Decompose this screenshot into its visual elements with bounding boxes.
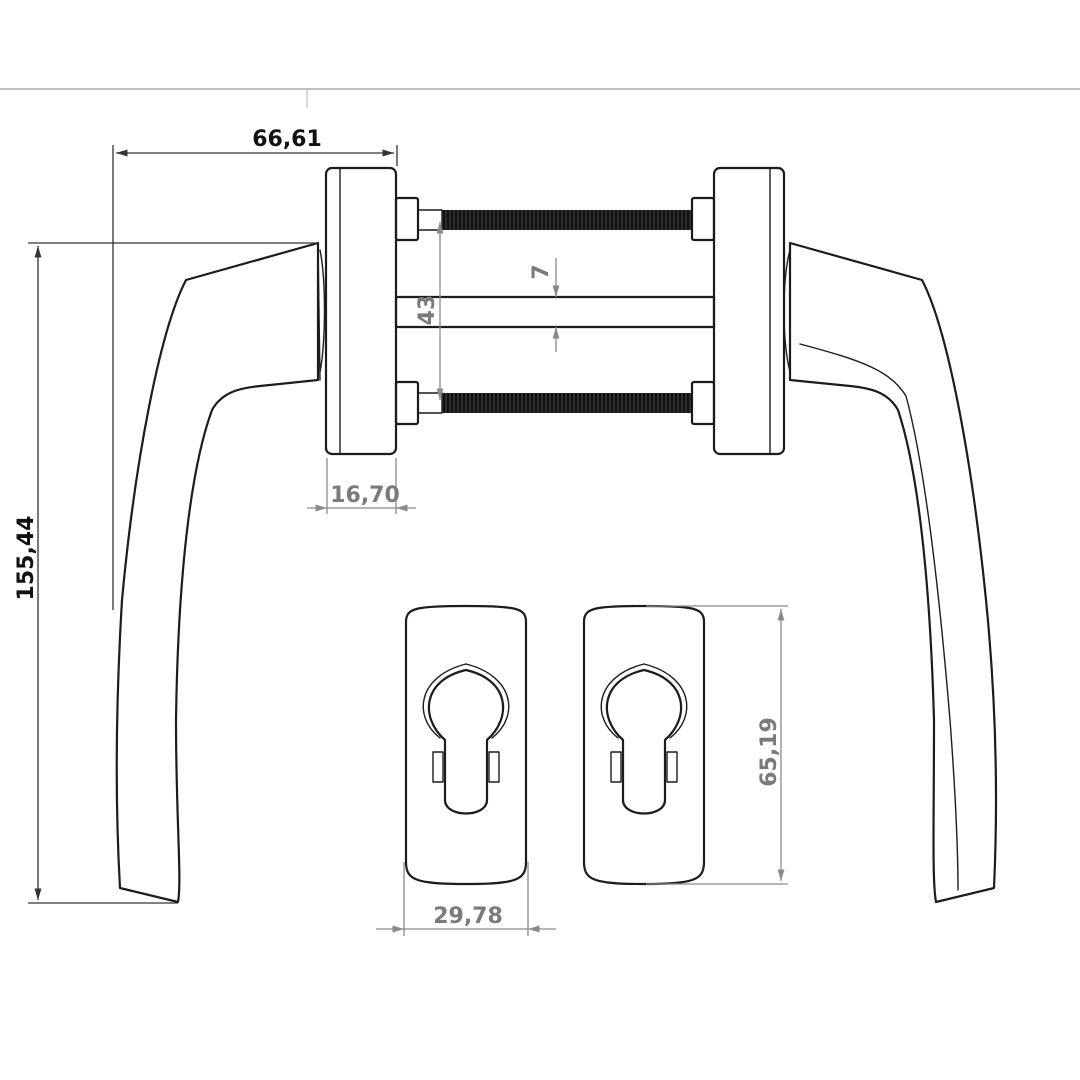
dim-escutcheon-width: 29,78: [376, 862, 556, 936]
spindle: [394, 295, 716, 329]
dim-spindle-size: 7: [529, 258, 560, 352]
dim-label-7: 7: [529, 264, 554, 279]
dim-handle-length: 155,44: [14, 242, 318, 904]
dim-escutcheon-height: 65,19: [646, 605, 788, 885]
escutcheon-left: [404, 604, 528, 886]
dim-rose-thickness: 16,70: [307, 458, 416, 514]
left-handle: [115, 241, 326, 904]
dim-screw-spacing: 43: [415, 222, 444, 400]
dim-label-29-78: 29,78: [433, 904, 503, 929]
dim-label-16-70: 16,70: [330, 483, 400, 508]
dim-handle-projection: 66,61: [112, 127, 398, 610]
dim-label-65-19: 65,19: [757, 717, 782, 787]
right-rose: [690, 166, 786, 456]
sheet-border: [0, 88, 1080, 108]
dim-label-155-44: 155,44: [14, 516, 39, 601]
fixing-screws: [442, 210, 692, 413]
escutcheon-right: [582, 604, 706, 886]
right-handle: [783, 241, 998, 904]
dim-label-43: 43: [415, 295, 440, 326]
dim-label-66-61: 66,61: [252, 127, 322, 152]
